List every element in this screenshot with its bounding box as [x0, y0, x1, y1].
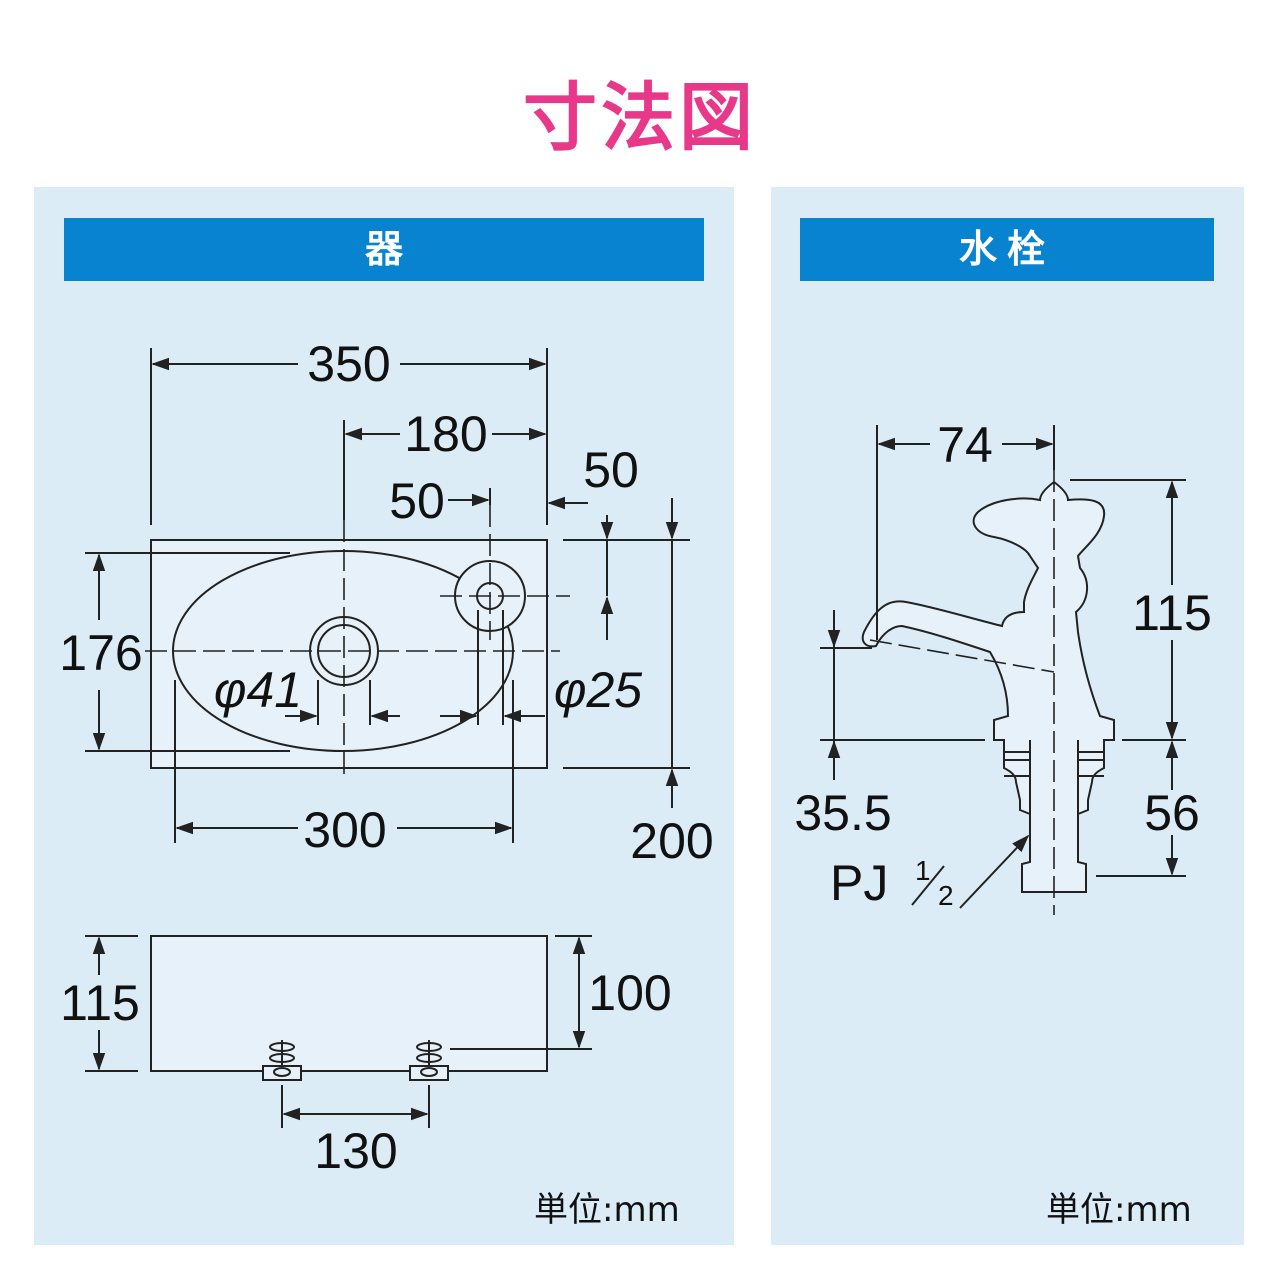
basin-header: 器: [64, 218, 704, 281]
faucet-unit-label: 単位:mm: [1046, 1190, 1192, 1230]
dim-130: 130: [314, 1123, 397, 1179]
thread-fraction-slash: [911, 865, 945, 906]
basin-labels: 350 180 50 50 176 200 φ41 φ25 300 115 10…: [59, 336, 713, 1179]
thread-label: PJ: [830, 855, 888, 911]
dim-56: 56: [1144, 785, 1200, 841]
dim-100: 100: [588, 965, 671, 1021]
basin-side-view: [85, 935, 592, 1128]
thread-denominator: 2: [938, 880, 954, 911]
dim-180: 180: [404, 406, 487, 462]
thread-numerator: 1: [915, 855, 931, 886]
dim-35-5: 35.5: [794, 785, 891, 841]
bracket-right: [409, 1040, 449, 1081]
basin-side-outline: [150, 935, 548, 1072]
faucet-labels: 74 115 35.5 56 PJ 1 2: [794, 417, 1212, 911]
dim-phi25: φ25: [554, 662, 642, 718]
dim-74: 74: [937, 417, 993, 473]
basin-unit-label: 単位:mm: [534, 1190, 680, 1230]
faucet-drawing: [861, 470, 1115, 915]
faucet-header: 水栓: [800, 218, 1214, 281]
faucet-body: [861, 480, 1115, 893]
bracket-left: [262, 1040, 302, 1081]
dim-phi41: φ41: [214, 662, 302, 718]
dim-300: 300: [303, 802, 386, 858]
dim-115-faucet: 115: [1132, 585, 1212, 641]
dim-350: 350: [307, 336, 390, 392]
dim-200: 200: [630, 813, 713, 869]
basin-top-view: [85, 348, 690, 843]
dim-50-y: 50: [583, 442, 639, 498]
dim-115-basin: 115: [60, 975, 140, 1031]
dim-176: 176: [59, 625, 142, 681]
page-title: 寸法図: [523, 75, 757, 161]
faucet-dimensions: [820, 425, 1186, 909]
dim-50-x: 50: [389, 473, 445, 529]
